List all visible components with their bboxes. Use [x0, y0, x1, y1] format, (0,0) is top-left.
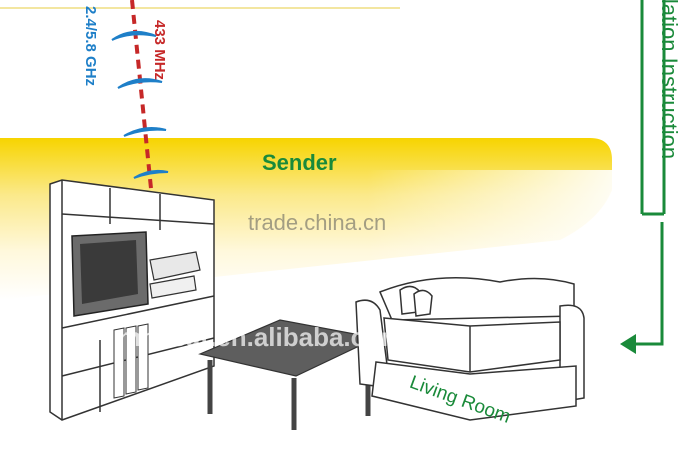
tv-icon [71, 231, 149, 317]
wifi-frequency-label: 2.4/5.8 GHz [82, 6, 99, 87]
watermark-primary: trade.china.cn [248, 210, 387, 235]
rf-frequency-label: 433 MHz [151, 20, 168, 81]
sender-device-icon [149, 251, 201, 299]
sender-label: Sender [262, 150, 337, 175]
installation-heading: llation Instruction [657, 0, 682, 160]
watermark-secondary: mmisat.en.alibaba.com [118, 322, 405, 352]
books-icon [113, 323, 149, 399]
wifi-wave-icon [111, 30, 169, 179]
sofa-icon [355, 277, 585, 421]
instruction-frame [640, 0, 666, 216]
return-arrow-icon [620, 222, 664, 354]
